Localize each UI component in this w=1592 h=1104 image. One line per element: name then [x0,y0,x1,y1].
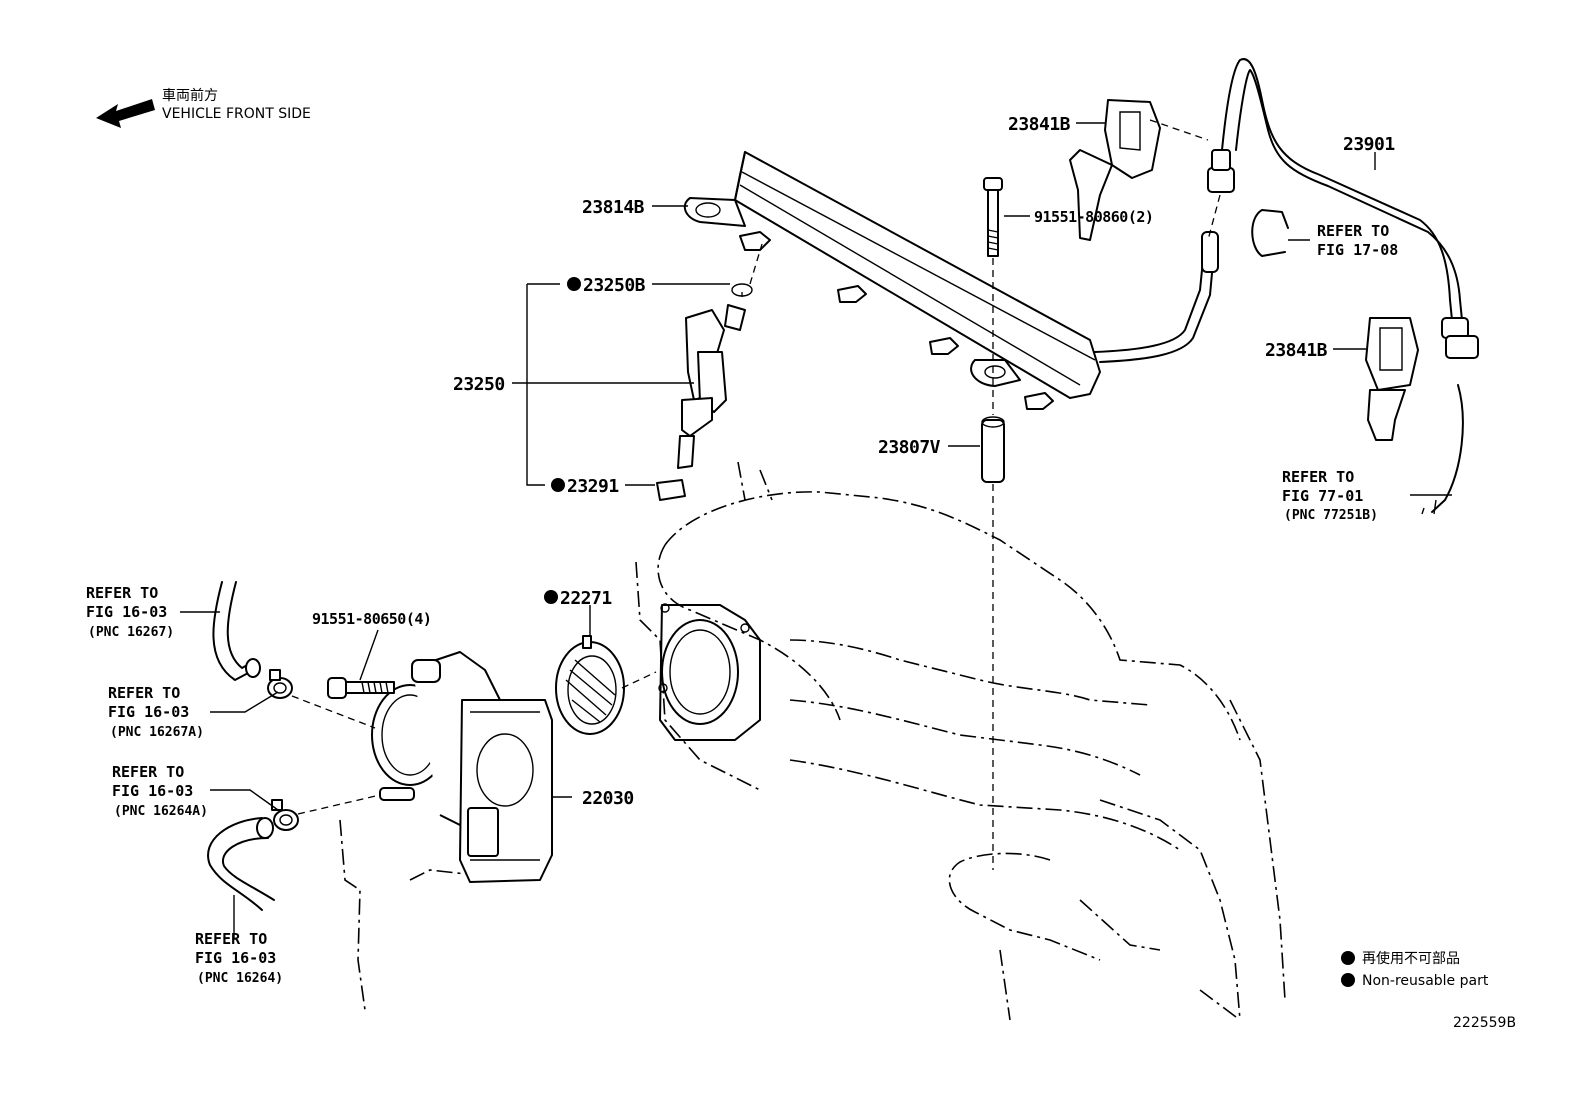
label-23807V: 23807V [878,437,941,458]
label-23901: 23901 [1343,134,1395,155]
label-23250: 23250 [453,374,505,395]
fuel-delivery-pipe [683,151,1101,410]
direction-label-jp: 車両前方 [162,87,218,104]
alignment-lines [291,119,1221,870]
legend: 再使用不可部品 Non-reusable part [1341,950,1489,989]
ref-7701-line2: FIG 77-01 [1282,487,1363,505]
label-91551-80860: 91551-80860(2) [1034,208,1153,226]
label-22030: 22030 [582,788,634,809]
non-reusable-marker [567,277,581,291]
ref-16267-line1: REFER TO [86,584,158,602]
leader-lines [180,122,1452,940]
ref-1708-line2: FIG 17-08 [1317,241,1398,259]
ref-16267A-line2: FIG 16-03 [108,703,189,721]
ref-7701-line3: (PNC 77251B) [1284,508,1378,523]
ref-16264-line2: FIG 16-03 [195,949,276,967]
label-23291: 23291 [567,476,619,497]
fuel-hose [1207,58,1479,359]
ref-16267A-line1: REFER TO [108,684,180,702]
legend-jp: 再使用不可部品 [1362,950,1460,967]
label-22271: 22271 [560,588,612,609]
ref-7701-line1: REFER TO [1282,468,1354,486]
fuel-injector [656,283,753,501]
ref-1708-line1: REFER TO [1317,222,1389,240]
throttle-gasket [555,635,625,735]
diagram-id: 222559B [1453,1015,1516,1031]
ref-16264A-line3: (PNC 16264A) [114,804,208,819]
legend-marker-icon [1341,951,1355,965]
fuel-rail-outlet-pipe [1094,239,1206,353]
injector-insulator [656,479,686,501]
legend-marker-icon [1341,973,1355,987]
non-reusable-marker [551,478,565,492]
direction-label-en: VEHICLE FRONT SIDE [162,106,311,122]
fuel-pipe-clamp-mid [1365,317,1419,441]
fuel-pipe-clamp-top [1069,99,1161,241]
spacer [981,416,1005,483]
bolt-throttle [327,677,395,699]
label-23841B-top: 23841B [1008,114,1071,135]
retainer-clip [1251,209,1289,257]
label-91551-80650: 91551-80650(4) [312,610,431,628]
hose-clamp-lower [271,799,299,831]
label-23250B: 23250B [583,275,646,296]
ref-16267-line2: FIG 16-03 [86,603,167,621]
water-hose-lower [207,817,275,911]
hose-clamp-upper [267,669,293,699]
label-23841B-mid: 23841B [1265,340,1328,361]
ref-16264-line3: (PNC 16264) [197,971,283,986]
bolt-rail [983,177,1003,257]
manifold-throttle-flange [658,603,761,741]
ref-16264A-line1: REFER TO [112,763,184,781]
ref-16264-line1: REFER TO [195,930,267,948]
arrow-left-icon [96,99,155,128]
fuel-hose-end [1431,384,1464,513]
throttle-body [371,651,553,883]
legend-en: Non-reusable part [1362,973,1489,989]
ref-16267-line3: (PNC 16267) [88,625,174,640]
ref-16264A-line2: FIG 16-03 [112,782,193,800]
label-23814B: 23814B [582,197,645,218]
water-hose-upper [212,581,261,681]
ref-16267A-line3: (PNC 16267A) [110,725,204,740]
non-reusable-marker [544,590,558,604]
